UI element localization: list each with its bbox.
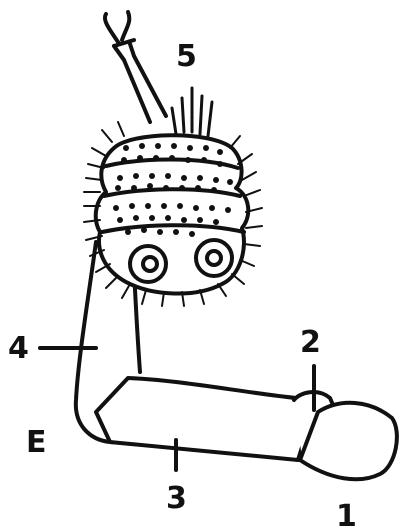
top-spines xyxy=(172,88,212,136)
label-e: E xyxy=(26,425,47,460)
label-2: 2 xyxy=(300,325,321,360)
label-4: 4 xyxy=(8,331,29,366)
claw-tip xyxy=(105,12,129,42)
right-eye xyxy=(196,240,232,276)
segment-3 xyxy=(96,378,316,460)
label-1: 1 xyxy=(336,499,357,531)
left-eye xyxy=(130,246,166,282)
label-3: 3 xyxy=(166,481,187,516)
label-5: 5 xyxy=(176,39,197,74)
